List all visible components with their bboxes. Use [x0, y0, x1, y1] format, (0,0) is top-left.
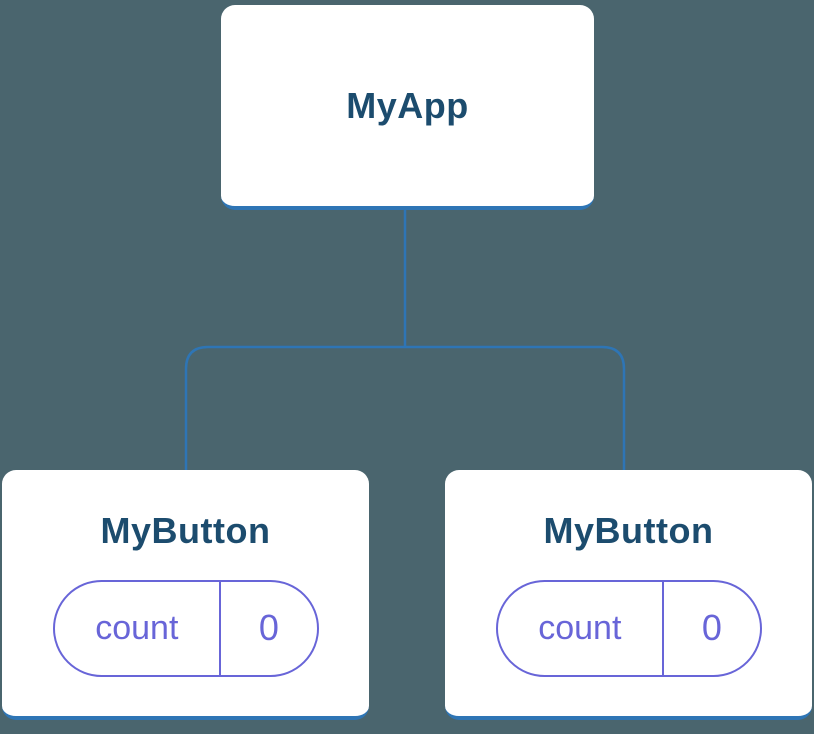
state-value: 0: [701, 607, 722, 648]
pill-divider: [219, 581, 222, 675]
state-key: count: [95, 608, 179, 647]
state-key: count: [538, 608, 622, 647]
component-label: MyApp: [346, 84, 469, 126]
state-pill: count 0: [52, 579, 319, 677]
state-value: 0: [258, 607, 279, 648]
component-card-myapp: MyApp: [221, 5, 594, 210]
component-label: MyButton: [100, 509, 271, 551]
component-card-mybutton-1: MyButton count 0: [2, 470, 369, 720]
component-card-mybutton-2: MyButton count 0: [445, 470, 812, 720]
component-label: MyButton: [543, 509, 714, 551]
state-pill: count 0: [495, 579, 762, 677]
pill-divider: [662, 581, 665, 675]
